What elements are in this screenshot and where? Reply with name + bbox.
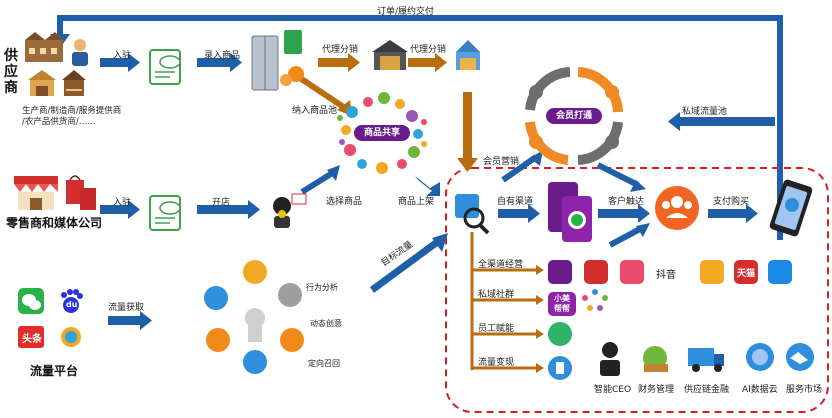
finance-icon bbox=[643, 346, 668, 372]
open-store-label: 开店 bbox=[212, 198, 231, 208]
xiaomei-label-1: 小美 bbox=[554, 294, 570, 303]
staff-b-icon bbox=[548, 322, 572, 346]
monetize-icon bbox=[548, 356, 572, 380]
toutiao-label: 头条 bbox=[22, 334, 42, 345]
warehouse-icon bbox=[28, 70, 56, 96]
order-fulfillment-label: 订单/履约交付 bbox=[377, 7, 435, 17]
traffic-monetize-label: 流量变现 bbox=[478, 358, 515, 368]
service-label-ceo: 智能CEO bbox=[594, 385, 632, 395]
app-purple-icon bbox=[548, 260, 572, 284]
handshake-icon bbox=[786, 343, 814, 371]
shopping-bag-icon bbox=[66, 175, 96, 210]
app-red-icon bbox=[584, 260, 608, 284]
member-link-badge: 会员打通 bbox=[546, 108, 602, 124]
retail-warehouse-icon bbox=[456, 40, 480, 70]
worker-icon bbox=[72, 39, 88, 66]
retailer-row-arrows bbox=[100, 165, 440, 219]
choose-goods-label: 选择商品 bbox=[326, 197, 363, 207]
customer-reach-label: 客户触达 bbox=[608, 197, 645, 207]
service-label-finance: 财务管理 bbox=[638, 385, 675, 395]
analysis-icon bbox=[455, 194, 490, 235]
distribution-label-2: 代理分销 bbox=[410, 45, 447, 55]
service-label-supply-finance: 供应链金融 bbox=[684, 385, 730, 395]
wechat-icon bbox=[18, 288, 44, 314]
goods-online-label: 商品上架 bbox=[398, 197, 435, 207]
supplier-types-label: 生产商/制造商/服务提供商 /农产品供货商/…… bbox=[22, 106, 122, 127]
dynamic-creative-label: 动态创意 bbox=[310, 319, 342, 328]
traffic-acquire-label: 流量获取 bbox=[108, 303, 145, 313]
private-pool-label: 私域流量池 bbox=[682, 107, 728, 117]
channel-arrows bbox=[498, 112, 775, 248]
traffic-platform-title: 流量平台 bbox=[30, 364, 79, 378]
alipay-icon bbox=[768, 260, 792, 284]
private-community-label: 私域社群 bbox=[478, 290, 515, 300]
xiaomei-label-2: 帮帮 bbox=[554, 304, 570, 313]
factory-icon bbox=[25, 32, 63, 62]
goods-share-badge: 商品共享 bbox=[354, 125, 410, 141]
staff-enable-label: 员工赋能 bbox=[478, 324, 515, 334]
settle-in-label-2: 入驻 bbox=[113, 198, 132, 208]
register-doc-icon-1 bbox=[149, 49, 181, 85]
distribution-label-1: 代理分销 bbox=[322, 45, 359, 55]
enter-goods-label: 录入商品 bbox=[204, 51, 241, 61]
toutiao-icon bbox=[18, 326, 44, 348]
goods-share-cloud bbox=[337, 92, 427, 174]
pay-buy-label: 支付购买 bbox=[713, 197, 750, 207]
farm-icon bbox=[62, 70, 86, 96]
traffic-row-arrows bbox=[108, 233, 448, 330]
baidu-label: du bbox=[66, 300, 78, 309]
own-channel-label: 自有渠道 bbox=[497, 197, 534, 207]
retailer-title: 零售商和媒体公司 bbox=[6, 216, 103, 230]
fridge-icon bbox=[251, 30, 304, 91]
mini-program-phones bbox=[548, 182, 592, 242]
store-setup-icon bbox=[273, 193, 307, 228]
traffic-cycle bbox=[204, 260, 304, 374]
payment-phone-icon bbox=[769, 179, 813, 237]
ai-data-icon bbox=[746, 343, 774, 371]
douyin-label: 抖音 bbox=[656, 270, 676, 281]
omni-channel-label: 全渠道经营 bbox=[478, 260, 524, 270]
app-orange-icon bbox=[700, 260, 724, 284]
distribution-arrows bbox=[298, 53, 478, 172]
store-ops-region bbox=[445, 167, 829, 413]
ops-bracket bbox=[470, 232, 544, 373]
tencent-icon bbox=[61, 327, 81, 347]
directed-recall-label: 定向召回 bbox=[308, 359, 340, 368]
service-label-ai-cloud: AI数据云 bbox=[742, 385, 778, 395]
ceo-icon bbox=[600, 342, 620, 376]
member-marketing-label: 会员营销 bbox=[483, 157, 520, 167]
behavior-analysis-label: 行为分析 bbox=[306, 283, 338, 292]
settle-in-label-1: 入驻 bbox=[113, 51, 132, 61]
register-doc-icon-2 bbox=[149, 195, 181, 231]
tmall-icon: 天猫 bbox=[734, 260, 758, 284]
service-label-market: 服务市场 bbox=[786, 385, 823, 395]
baidu-icon bbox=[58, 288, 84, 314]
shop-icon bbox=[14, 176, 58, 210]
add-to-pool-label: 纳入商品池 bbox=[292, 106, 338, 116]
private-community-users bbox=[582, 289, 608, 311]
truck-icon bbox=[688, 348, 724, 372]
app-heart-icon bbox=[620, 260, 644, 284]
member-ring bbox=[525, 67, 623, 165]
xiaomei-app-icon: 小美 帮帮 bbox=[548, 292, 576, 316]
supplier-row-arrows bbox=[100, 53, 242, 72]
customers-icon bbox=[655, 186, 699, 230]
distributor-warehouse-icon bbox=[372, 40, 408, 70]
supplier-title: 供 应 商 bbox=[4, 48, 18, 96]
